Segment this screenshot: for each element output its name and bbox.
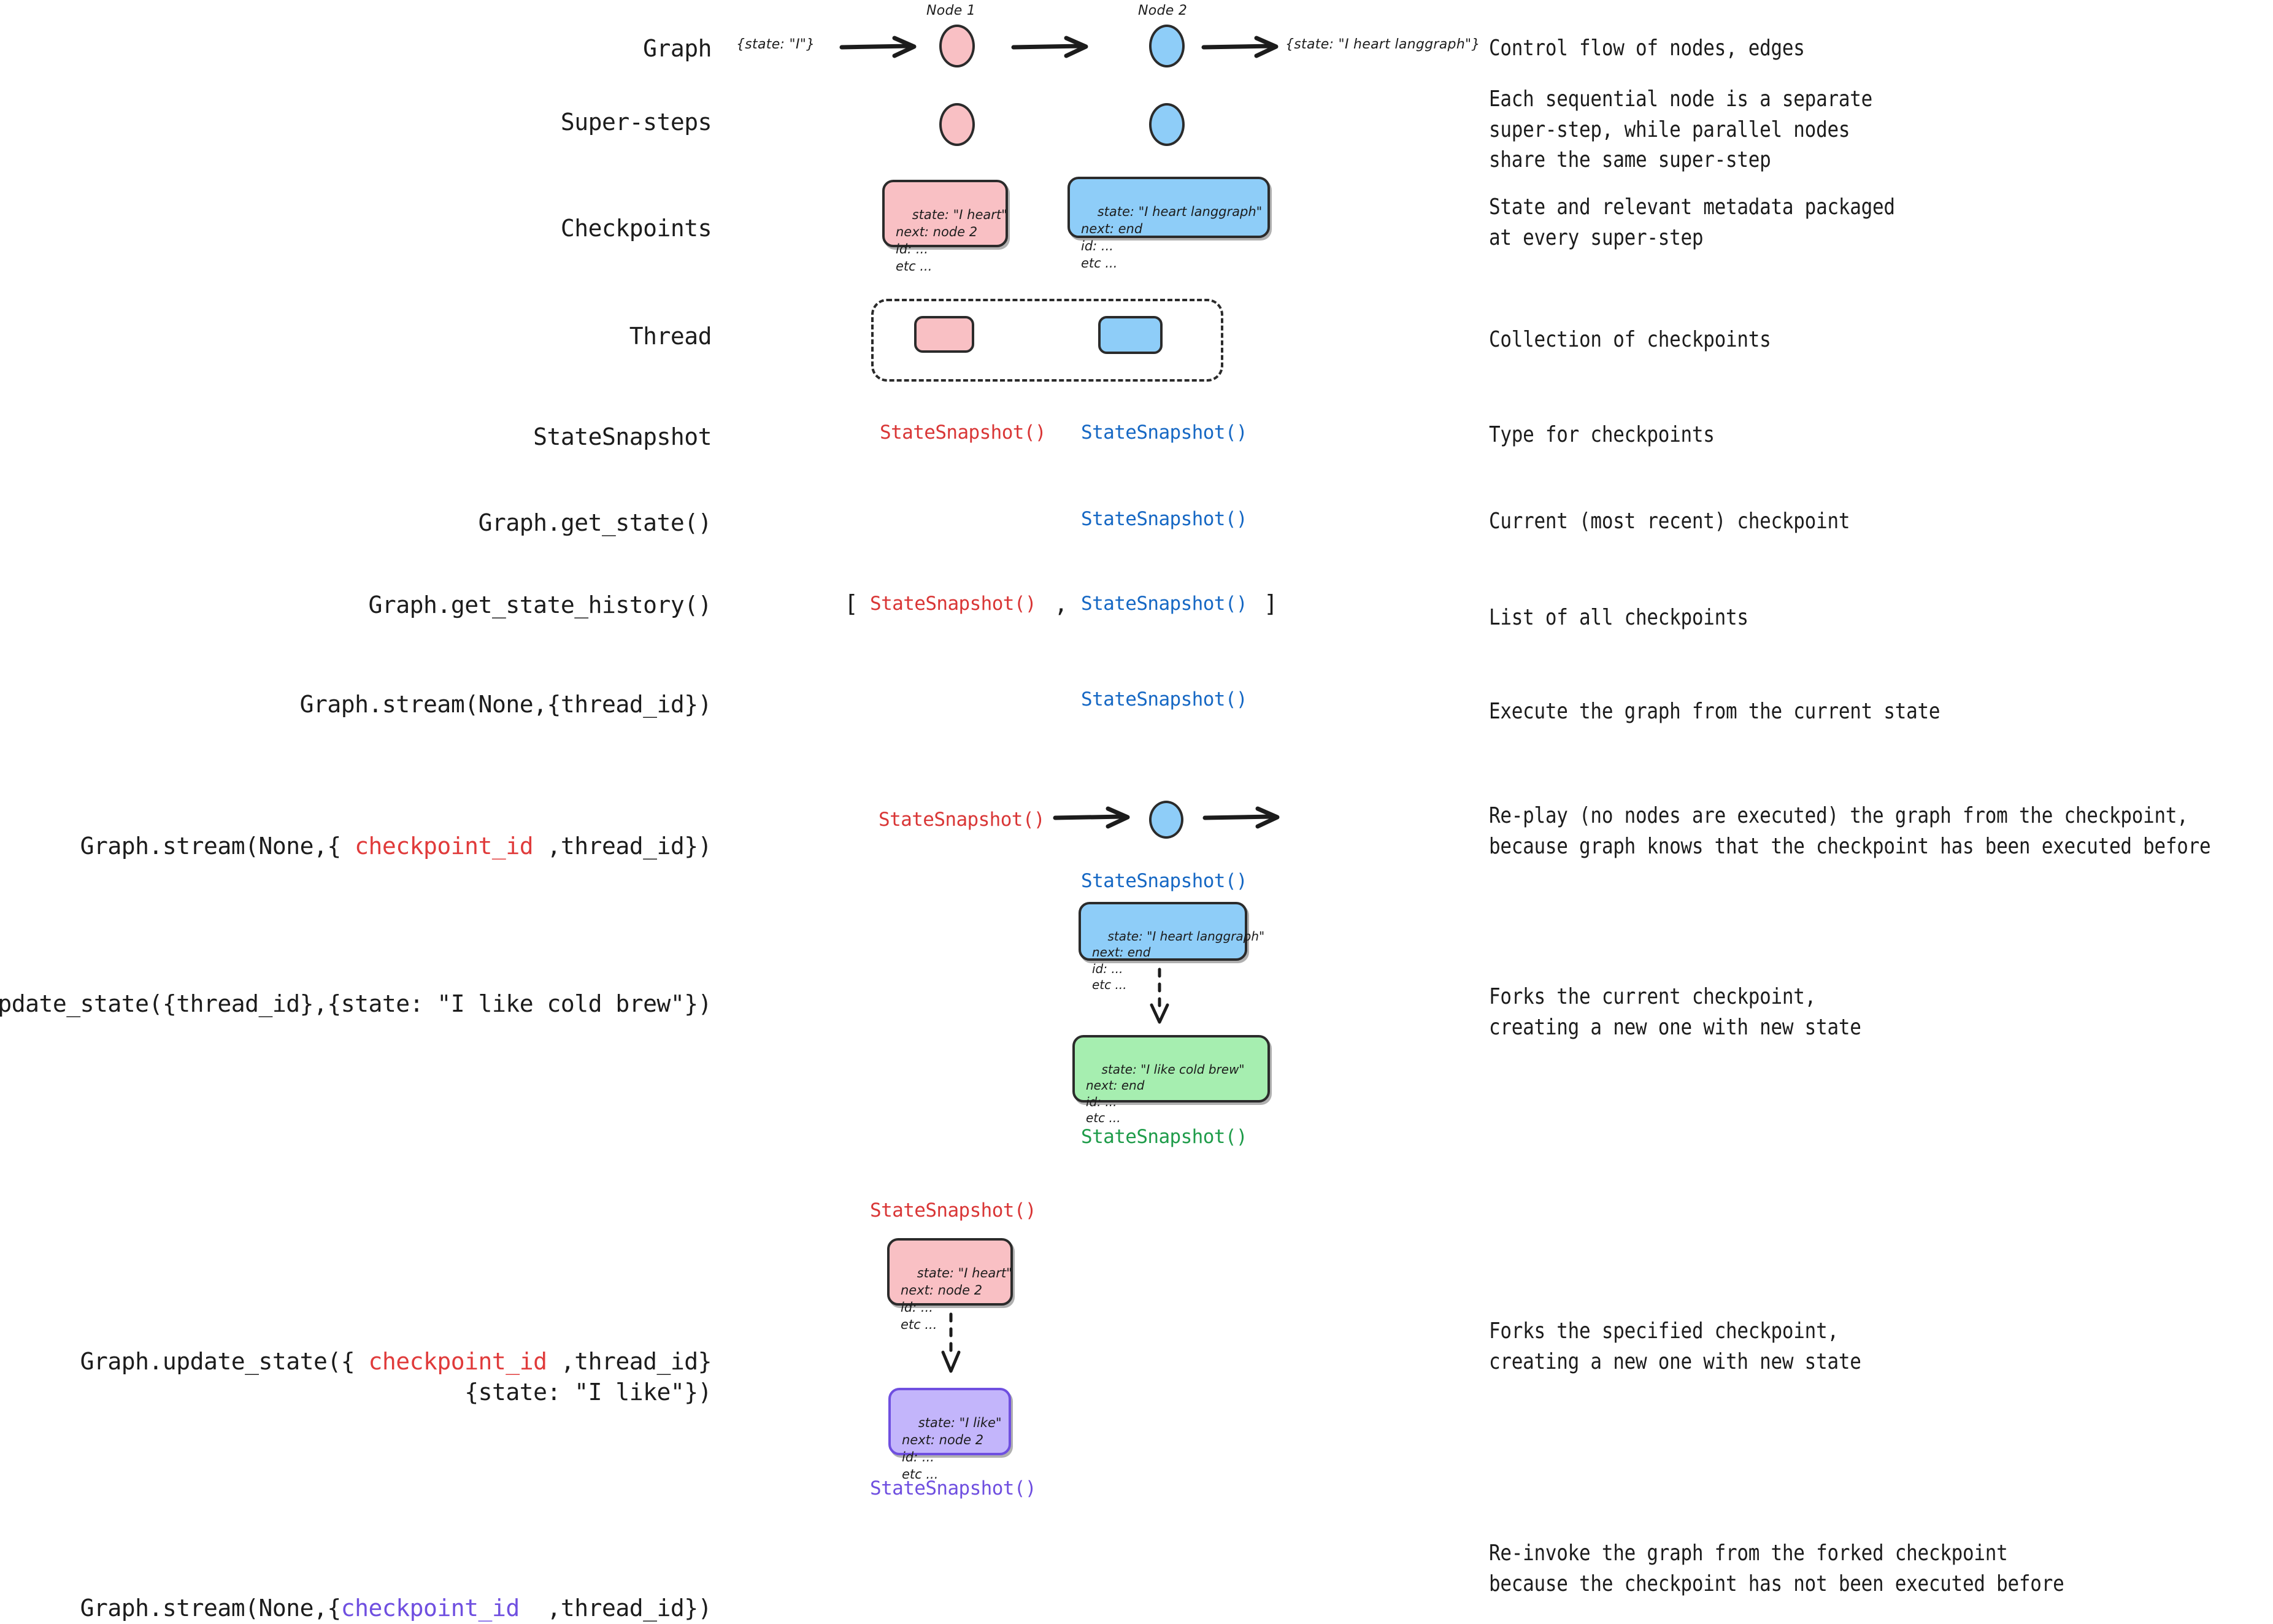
snapshot-replay-result: StateSnapshot() (1081, 870, 1248, 892)
purple-state: state: "I like" (918, 1415, 1002, 1430)
thread-chip-blue (1098, 316, 1163, 354)
description-thread: Collection of checkpoints (1489, 327, 1771, 352)
stream-checkpoint-part-2: ,thread_id}) (533, 833, 712, 860)
green-next: next: end (1086, 1078, 1145, 1093)
stream-checkpoint-part-0: Graph.stream(None,{ (80, 833, 355, 860)
output-state-annotation: {state: "I heart langgraph"} (1285, 37, 1480, 52)
edge-arrow-2 (1011, 36, 1092, 58)
description-get-state-history: List of all checkpoints (1489, 605, 1748, 630)
row-label-stream-checkpoint: Graph.stream(None,{ checkpoint_id ,threa… (53, 801, 712, 862)
thread-container (871, 299, 1223, 382)
fork-pink-next: next: node 2 (901, 1282, 983, 1298)
replay-checkpoint-card-blue: state: "I heart langgraph" next: end id:… (1079, 902, 1264, 992)
input-state-annotation: {state: "I"} (736, 37, 815, 52)
green-id: id: ... (1086, 1094, 1117, 1109)
purple-next: next: node 2 (902, 1432, 984, 1447)
history-close-bracket: ] (1264, 590, 1278, 617)
checkpoint-pink-etc: etc ... (896, 258, 933, 274)
edge-arrow-3 (1201, 36, 1282, 58)
fork-arrow-blue-to-green (1147, 968, 1172, 1025)
replay-node-2 (1149, 801, 1183, 839)
replay-blue-next: next: end (1092, 945, 1151, 960)
snapshot-label-purple: StateSnapshot() (870, 1477, 1037, 1499)
node-2-graph (1149, 25, 1185, 67)
fork-pink-etc: etc ... (901, 1317, 937, 1332)
row-label-update-state-thread: Graph.update_state({thread_id},{state: "… (0, 990, 712, 1017)
super-step-node-2 (1149, 103, 1185, 146)
stream-forked-part-0: Graph.stream(None,{ (80, 1595, 342, 1622)
row-label-checkpoints: Checkpoints (560, 215, 712, 242)
fork-arrow-pink-to-purple (939, 1312, 963, 1374)
replay-blue-etc: etc ... (1092, 977, 1127, 993)
history-open-bracket: [ (844, 590, 858, 617)
snapshot-stream-thread: StateSnapshot() (1081, 688, 1248, 710)
row-label-thread: Thread (629, 323, 712, 350)
checkpoint-blue-id: id: ... (1081, 238, 1113, 253)
description-get-state: Current (most recent) checkpoint (1489, 509, 1850, 534)
row-label-get-state-history: Graph.get_state_history() (368, 591, 712, 618)
replay-blue-state: state: "I heart langgraph" (1107, 928, 1265, 944)
checkpoint-blue-next: next: end (1081, 221, 1143, 236)
checkpoint-blue-etc: etc ... (1081, 255, 1118, 271)
update-state-line2: {state: "I like"}) (464, 1378, 712, 1406)
snapshot-label-green: StateSnapshot() (1081, 1126, 1248, 1148)
row-label-statesnapshot: StateSnapshot (533, 423, 712, 450)
snapshot-label-pink: StateSnapshot() (880, 421, 1047, 444)
description-update-state-checkpoint: Forks the specified checkpoint, creating… (1489, 1318, 1861, 1374)
history-comma: , (1054, 590, 1068, 617)
checkpoint-pink-state: state: "I heart" (912, 207, 1007, 222)
stream-forked-part-2: ,thread_id}) (519, 1595, 712, 1622)
super-step-node-1 (939, 103, 975, 146)
thread-chip-pink (914, 316, 974, 353)
node-1-graph (939, 25, 975, 67)
replay-arrow-1 (1053, 806, 1134, 829)
snapshot-get-state: StateSnapshot() (1081, 508, 1248, 530)
snapshot-label-blue: StateSnapshot() (1081, 421, 1248, 444)
description-stream-checkpoint: Re-play (no nodes are executed) the grap… (1489, 803, 2211, 859)
snapshot-fork-source-pink: StateSnapshot() (870, 1199, 1037, 1222)
update-state-part-0: Graph.update_state({ (80, 1348, 369, 1376)
snapshot-history-second: StateSnapshot() (1081, 593, 1248, 615)
green-state: state: "I like cold brew" (1101, 1061, 1245, 1077)
row-label-stream-forked: Graph.stream(None,{checkpoint_id ,thread… (53, 1563, 712, 1624)
node2-caption: Node 2 (1138, 3, 1188, 18)
checkpoint-pink-id: id: ... (896, 241, 928, 256)
fork-source-card-pink: state: "I heart" next: node 2 id: ... et… (887, 1238, 1013, 1332)
purple-id: id: ... (902, 1449, 934, 1464)
checkpoint-card-blue: state: "I heart langgraph" next: end id:… (1067, 177, 1270, 271)
row-label-update-state-checkpoint: Graph.update_state({ checkpoint_id ,thre… (53, 1317, 712, 1407)
fork-result-card-purple: state: "I like" next: node 2 id: ... etc… (888, 1388, 1011, 1482)
snapshot-replay-source: StateSnapshot() (879, 809, 1045, 831)
row-label-get-state: Graph.get_state() (478, 509, 712, 536)
row-label-stream-thread: Graph.stream(None,{thread_id}) (299, 691, 712, 718)
checkpoint-blue-state: state: "I heart langgraph" (1097, 204, 1263, 219)
purple-etc: etc ... (902, 1466, 939, 1482)
replay-blue-id: id: ... (1092, 961, 1123, 976)
edge-arrow-1 (839, 36, 920, 58)
checkpoint-card-pink: state: "I heart" next: node 2 id: ... et… (882, 180, 1008, 274)
fork-checkpoint-card-green: state: "I like cold brew" next: end id: … (1072, 1035, 1270, 1125)
description-statesnapshot: Type for checkpoints (1489, 422, 1715, 447)
row-label-graph: Graph (643, 35, 712, 62)
row-label-super-steps: Super-steps (560, 109, 712, 136)
green-etc: etc ... (1086, 1110, 1121, 1126)
description-stream-forked: Re-invoke the graph from the forked chec… (1489, 1541, 2064, 1596)
description-checkpoints: State and relevant metadata packaged at … (1489, 194, 1895, 250)
stream-forked-checkpoint-id: checkpoint_id (340, 1595, 520, 1622)
fork-pink-id: id: ... (901, 1299, 933, 1315)
description-update-state-thread: Forks the current checkpoint, creating a… (1489, 984, 1861, 1040)
snapshot-history-first: StateSnapshot() (870, 593, 1037, 615)
fork-pink-state: state: "I heart" (917, 1265, 1012, 1280)
description-stream-thread: Execute the graph from the current state (1489, 699, 1940, 724)
checkpoint-pink-next: next: node 2 (896, 224, 978, 239)
node1-caption: Node 1 (926, 3, 976, 18)
description-graph: Control flow of nodes, edges (1489, 36, 1805, 61)
description-super-steps: Each sequential node is a separate super… (1489, 87, 1872, 173)
update-state-part-2: ,thread_id} (547, 1348, 712, 1376)
replay-arrow-2 (1202, 806, 1283, 829)
stream-checkpoint-id: checkpoint_id (355, 833, 534, 860)
update-state-checkpoint-id: checkpoint_id (368, 1348, 547, 1376)
